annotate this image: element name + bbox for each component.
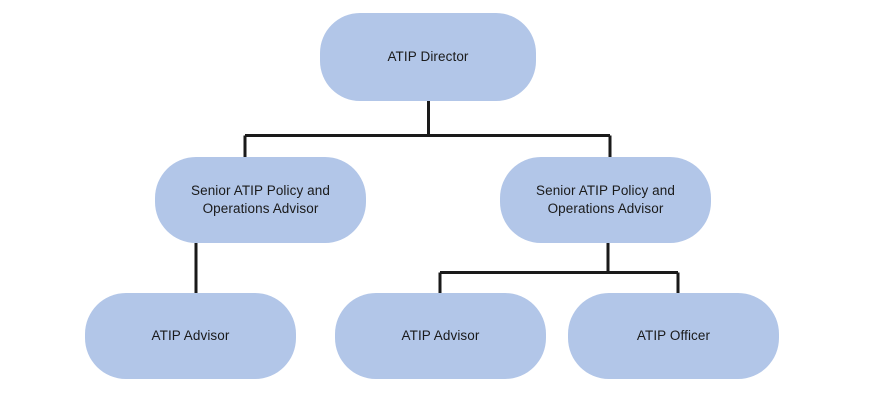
org-node-label-atip-director: ATIP Director xyxy=(387,49,469,64)
org-node-label-atip-advisor-2: ATIP Advisor xyxy=(401,328,480,343)
org-node-atip-advisor-1[interactable]: ATIP Advisor xyxy=(85,293,296,379)
org-node-atip-officer[interactable]: ATIP Officer xyxy=(568,293,779,379)
org-node-senior-advisor-left[interactable]: Senior ATIP Policy and Operations Adviso… xyxy=(155,157,366,243)
org-node-atip-advisor-2[interactable]: ATIP Advisor xyxy=(335,293,546,379)
org-node-label-senior-advisor-right: Senior ATIP Policy and Operations Adviso… xyxy=(535,183,676,216)
org-node-label-atip-advisor-1: ATIP Advisor xyxy=(151,328,230,343)
org-node-senior-advisor-right[interactable]: Senior ATIP Policy and Operations Adviso… xyxy=(500,157,711,243)
org-node-label-senior-advisor-left: Senior ATIP Policy and Operations Adviso… xyxy=(190,183,331,216)
org-node-atip-director[interactable]: ATIP Director xyxy=(320,13,536,101)
org-node-label-atip-officer: ATIP Officer xyxy=(636,328,711,343)
